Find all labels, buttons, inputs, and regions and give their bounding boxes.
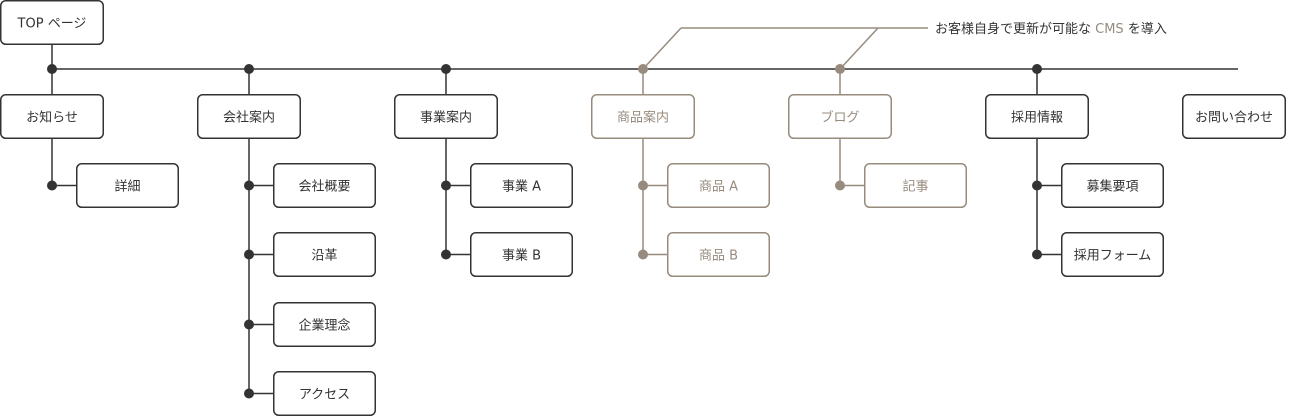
node-box xyxy=(0,94,104,139)
node-box xyxy=(985,94,1089,139)
node-label: 採用情報 xyxy=(1011,111,1063,126)
child-junction-dot xyxy=(244,319,254,330)
node-box xyxy=(273,302,376,347)
node-box xyxy=(0,0,104,45)
child-junction-dot xyxy=(441,249,451,260)
node-box xyxy=(1061,232,1164,277)
node-label: 沿革 xyxy=(311,249,337,264)
node-label: アクセス xyxy=(299,388,350,403)
node-box xyxy=(788,94,892,139)
node-label: 会社概要 xyxy=(298,179,350,195)
root-node[interactable]: TOP ページ xyxy=(0,0,104,45)
section-junction-dot xyxy=(638,64,648,74)
node-label: 企業理念 xyxy=(298,318,350,334)
child-junction-dot xyxy=(244,388,254,399)
section-junction-dot xyxy=(835,64,845,74)
node-box xyxy=(864,163,967,208)
node-label: 商品 A xyxy=(699,180,738,195)
child-node-business-1[interactable]: 事業 A xyxy=(470,163,573,208)
node-box xyxy=(470,163,573,208)
child-node-products-2[interactable]: 商品 B xyxy=(667,232,770,277)
node-box xyxy=(394,94,498,139)
cms-note: お客様自身で更新が可能な CMS を導入 xyxy=(935,21,1167,37)
node-label: 事業案内 xyxy=(420,110,472,126)
section-junction-dot xyxy=(1032,64,1042,74)
child-junction-dot xyxy=(638,180,648,191)
child-node-business-2[interactable]: 事業 B xyxy=(470,232,573,277)
child-node-recruit-2[interactable]: 採用フォーム xyxy=(1061,232,1164,277)
cms-note-highlight: CMS xyxy=(1095,22,1124,37)
node-box xyxy=(591,94,695,139)
section-node-company[interactable]: 会社案内 xyxy=(197,94,301,139)
node-box xyxy=(273,232,376,277)
child-junction-dot xyxy=(1032,249,1042,260)
node-box xyxy=(76,163,179,208)
child-junction-dot xyxy=(638,249,648,260)
node-box xyxy=(667,232,770,277)
node-label: 商品案内 xyxy=(617,110,669,126)
node-label: ブログ xyxy=(820,110,859,126)
child-node-company-2[interactable]: 沿革 xyxy=(273,232,376,277)
section-node-products[interactable]: 商品案内 xyxy=(591,94,695,139)
section-node-business[interactable]: 事業案内 xyxy=(394,94,498,139)
child-junction-dot xyxy=(244,180,254,191)
section-junction-dot xyxy=(47,64,57,74)
cms-callout-diagonal xyxy=(839,27,879,70)
cms-callout-diagonal xyxy=(642,27,682,70)
node-label: 会社案内 xyxy=(223,110,275,126)
section-node-recruit[interactable]: 採用情報 xyxy=(985,94,1089,139)
node-label: お知らせ xyxy=(26,110,78,126)
child-node-company-1[interactable]: 会社概要 xyxy=(273,163,376,208)
node-label: 記事 xyxy=(902,179,928,195)
node-box xyxy=(667,163,770,208)
section-node-news[interactable]: お知らせ xyxy=(0,94,104,139)
child-junction-dot xyxy=(835,180,845,191)
child-junction-dot xyxy=(1032,180,1042,191)
node-box xyxy=(1182,94,1286,139)
node-label: TOP ページ xyxy=(17,17,87,32)
child-node-company-3[interactable]: 企業理念 xyxy=(273,302,376,347)
node-label: 採用フォーム xyxy=(1074,249,1152,264)
child-node-company-4[interactable]: アクセス xyxy=(273,371,376,416)
node-box xyxy=(1061,163,1164,208)
child-junction-dot xyxy=(441,180,451,191)
section-junction-dot xyxy=(244,64,254,74)
child-junction-dot xyxy=(244,249,254,260)
cms-note-prefix: お客様自身で更新が可能な xyxy=(935,21,1095,37)
child-junction-dot xyxy=(47,180,57,191)
cms-note-suffix: を導入 xyxy=(1124,22,1167,37)
node-box xyxy=(470,232,573,277)
node-label: 事業 A xyxy=(502,179,541,195)
child-node-news-1[interactable]: 詳細 xyxy=(76,163,179,208)
node-label: 詳細 xyxy=(114,179,140,195)
node-box xyxy=(273,371,376,416)
section-node-blog[interactable]: ブログ xyxy=(788,94,892,139)
node-box xyxy=(197,94,301,139)
child-node-blog-1[interactable]: 記事 xyxy=(864,163,967,208)
node-label: 事業 B xyxy=(502,248,541,264)
node-label: 商品 B xyxy=(699,249,738,264)
node-box xyxy=(273,163,376,208)
section-junction-dot xyxy=(441,64,451,74)
section-node-contact[interactable]: お問い合わせ xyxy=(1182,94,1286,139)
node-label: 募集要項 xyxy=(1086,179,1138,195)
child-node-recruit-1[interactable]: 募集要項 xyxy=(1061,163,1164,208)
node-label: お問い合わせ xyxy=(1195,111,1273,126)
child-node-products-1[interactable]: 商品 A xyxy=(667,163,770,208)
